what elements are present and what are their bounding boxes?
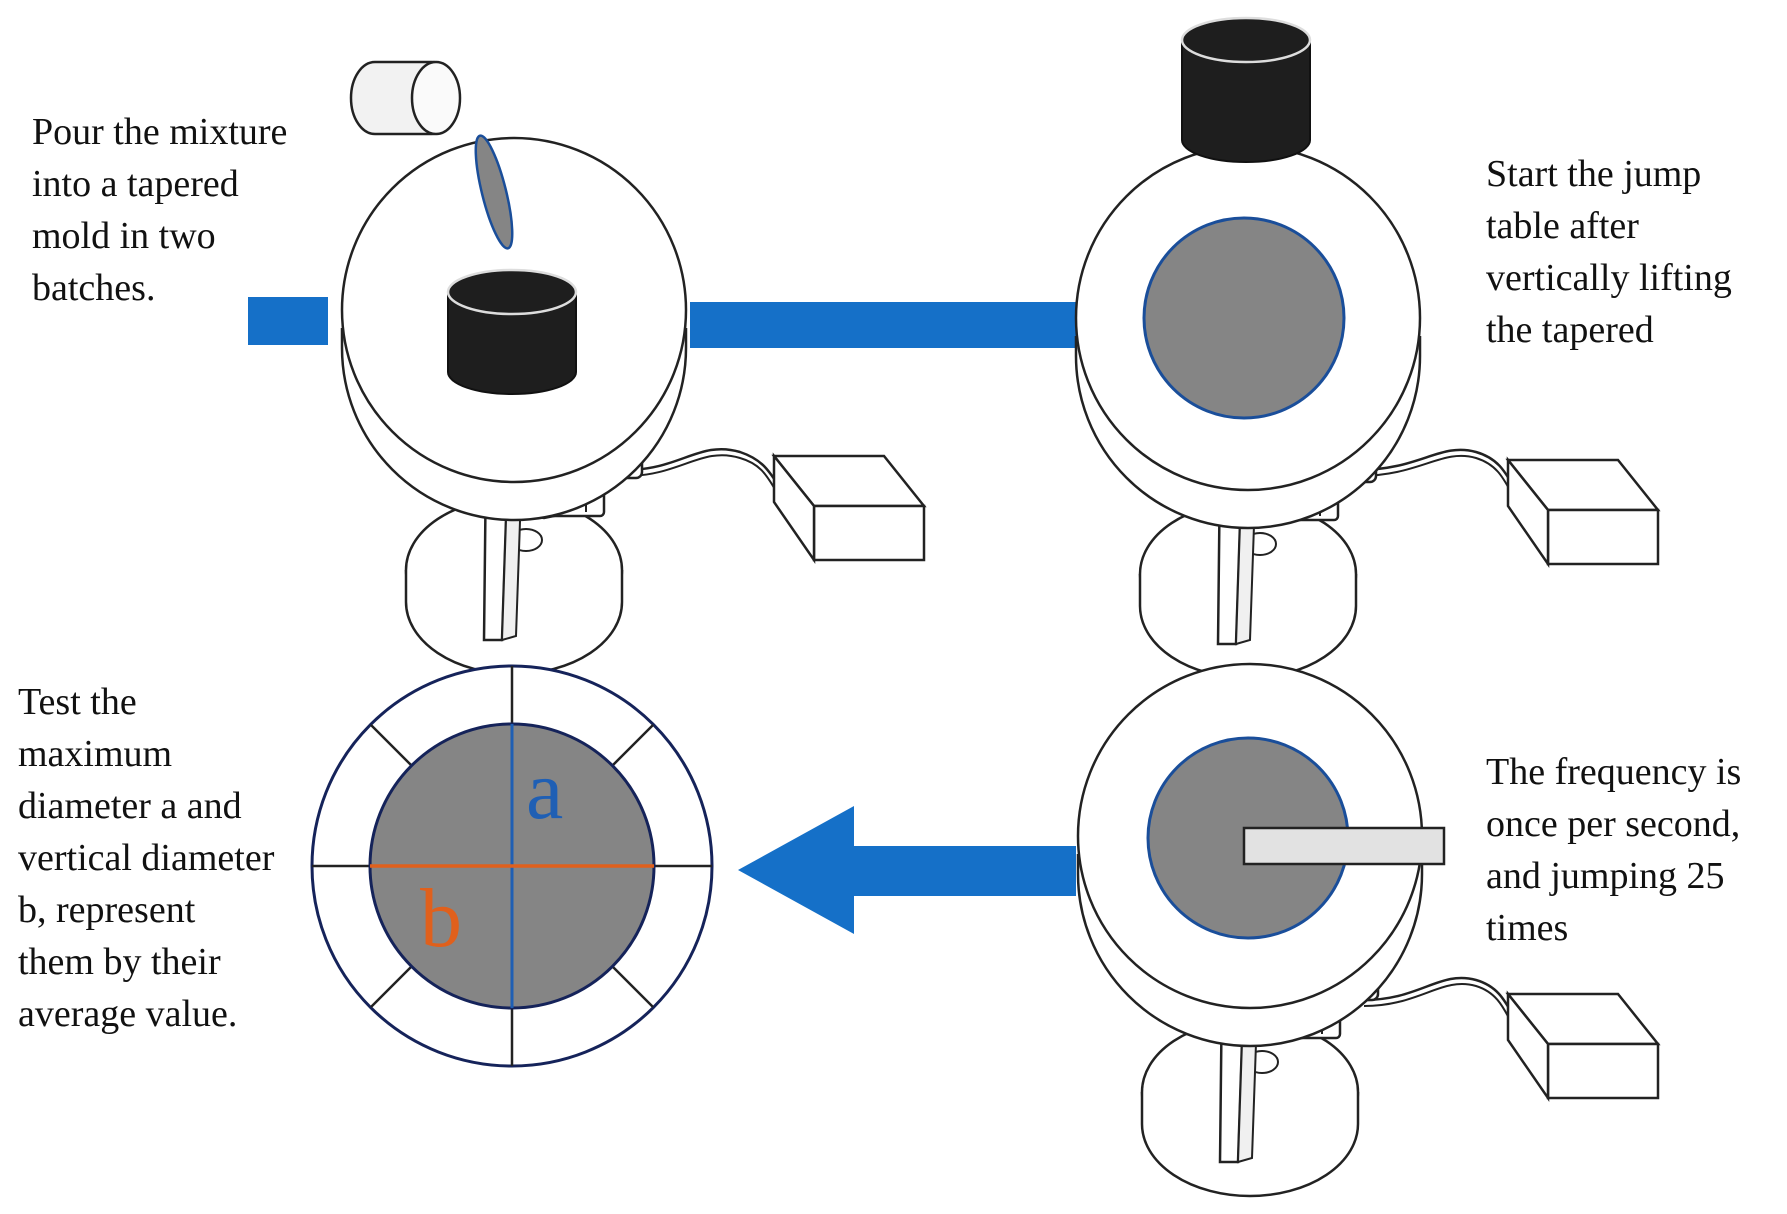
sample-spread-icon (1142, 216, 1346, 420)
tamper-rod-icon (1242, 826, 1446, 866)
flow-table-icon (340, 136, 688, 676)
controller-box-icon (1363, 976, 1660, 1100)
flow-arrow-head-left (738, 806, 854, 934)
controller-box-icon (1357, 448, 1660, 566)
station-3-jumping (1076, 662, 1660, 1198)
caption-step-4: Test the maximum diameter a and vertical… (18, 681, 275, 1035)
flow-bar-left-stub (248, 297, 328, 345)
flow-connectors (248, 297, 1270, 934)
flow-bar-top (690, 302, 1080, 348)
caption-step-1: Pour the mixture into a tapered mold in … (32, 111, 288, 309)
falling-mixture-icon (474, 134, 514, 250)
tapered-mold-icon (446, 268, 578, 395)
controller-box-icon (625, 447, 926, 562)
caption-step-3: The frequency is once per second, and ju… (1486, 751, 1742, 949)
label-diameter-a: a (526, 744, 563, 837)
label-diameter-b: b (420, 872, 462, 965)
scoop-icon (349, 60, 462, 136)
station-4-measure: a b (310, 664, 714, 1068)
tapered-mold-icon (1180, 16, 1312, 163)
caption-step-2: Start the jump table after vertically li… (1486, 153, 1732, 351)
flow-bar-bottom-shaft (848, 846, 1076, 896)
station-2-lift-mold (1074, 16, 1660, 680)
station-1-pour-mold (340, 60, 926, 676)
